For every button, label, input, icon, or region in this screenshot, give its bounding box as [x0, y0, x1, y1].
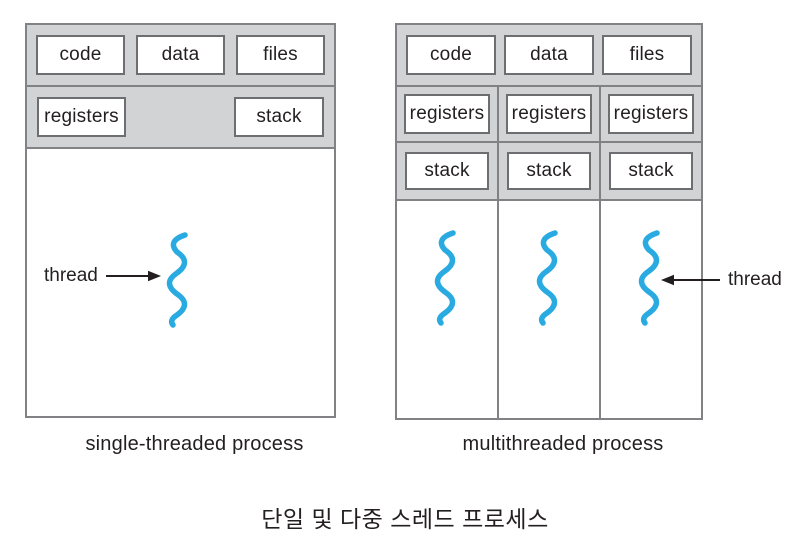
- code-box: code: [36, 35, 125, 75]
- registers-box: registers: [608, 94, 694, 134]
- registers-cell: registers: [397, 87, 497, 143]
- registers-cell: registers: [601, 87, 701, 143]
- single-threaded-caption: single-threaded process: [85, 433, 304, 455]
- thread-column-2: registers stack: [497, 87, 601, 418]
- stack-cell: stack: [397, 143, 497, 201]
- stack-box: stack: [507, 152, 591, 190]
- figure-caption: 단일 및 다중 스레드 프로세스: [261, 506, 549, 532]
- files-box: files: [602, 35, 692, 75]
- thread-execution-area: [601, 201, 701, 418]
- thread-squiggle-icon: [536, 230, 558, 326]
- registers-box: registers: [404, 94, 490, 134]
- multithreaded-diagram: code data files registers stack: [395, 23, 703, 420]
- thread-context-band: registers stack: [27, 87, 334, 149]
- stack-cell: stack: [499, 143, 599, 201]
- data-box: data: [504, 35, 594, 75]
- thread-callout-left: thread: [44, 265, 161, 287]
- thread-label: thread: [728, 269, 782, 290]
- stack-box: stack: [609, 152, 693, 190]
- single-threaded-diagram: code data files registers stack thread: [25, 23, 336, 418]
- shared-resources-band: code data files: [397, 25, 701, 87]
- thread-squiggle-icon: [434, 230, 456, 326]
- thread-execution-area: [397, 201, 497, 418]
- thread-execution-area: thread: [27, 149, 334, 416]
- thread-squiggle-icon: [638, 230, 660, 326]
- thread-column-1: registers stack: [397, 87, 497, 418]
- arrow-left-icon: [661, 274, 720, 286]
- data-box: data: [136, 35, 225, 75]
- thread-column-3: registers stack: [601, 87, 701, 418]
- registers-box: registers: [506, 94, 592, 134]
- registers-box: registers: [37, 97, 126, 137]
- registers-cell: registers: [499, 87, 599, 143]
- shared-resources-band: code data files: [27, 25, 334, 87]
- thread-callout-right: thread: [661, 269, 782, 291]
- stack-box: stack: [405, 152, 489, 190]
- thread-label: thread: [44, 265, 98, 286]
- code-box: code: [406, 35, 496, 75]
- stack-cell: stack: [601, 143, 701, 201]
- files-box: files: [236, 35, 325, 75]
- thread-squiggle-icon: [166, 232, 188, 328]
- thread-execution-area: [499, 201, 599, 418]
- arrow-right-icon: [105, 270, 161, 282]
- thread-columns: registers stack registers stack: [397, 87, 701, 418]
- multithreaded-caption: multithreaded process: [462, 433, 664, 455]
- stack-box: stack: [234, 97, 324, 137]
